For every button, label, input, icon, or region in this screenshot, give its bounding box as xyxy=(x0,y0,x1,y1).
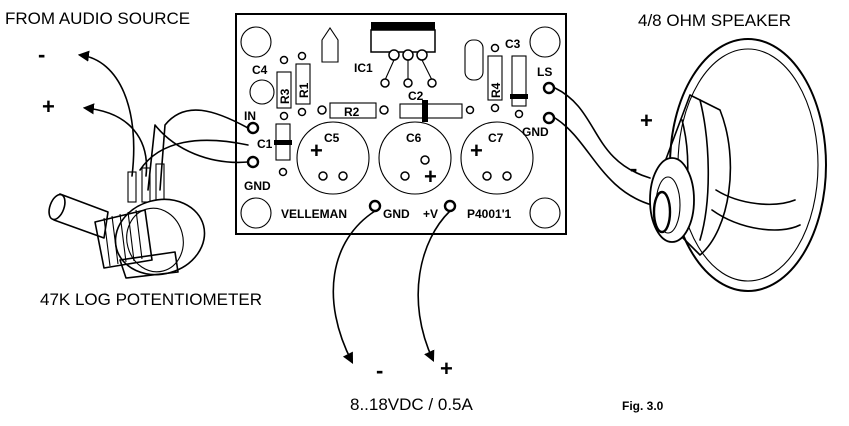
potentiometer xyxy=(48,163,206,279)
speaker-wire-plus xyxy=(554,87,651,179)
input-terminal-in xyxy=(246,121,260,135)
loudspeaker xyxy=(649,38,827,292)
power-terminal-vplus xyxy=(443,199,457,213)
pcb-label-part: P4001'1 xyxy=(467,207,512,221)
audio-minus-arrow xyxy=(77,50,135,177)
pcb-label-gnd-bottom: GND xyxy=(383,207,410,221)
pcb-pads xyxy=(278,43,524,177)
pcb-label-c6: C6 xyxy=(406,131,422,145)
input-terminal-gnd xyxy=(246,155,260,169)
input-cable xyxy=(139,109,249,191)
speaker-minus-sign: - xyxy=(630,156,637,181)
power-terminal-gnd xyxy=(368,199,382,213)
audio-plus-sign: + xyxy=(42,94,55,119)
figure-caption: Fig. 3.0 xyxy=(622,399,664,413)
c7-plus-mark: + xyxy=(470,138,483,163)
pcb-board: IC1 C4 R3 R1 R2 C2 C3 R4 LS GND IN C1 xyxy=(235,13,567,235)
capacitor-c7 xyxy=(460,121,534,195)
audio-minus-sign: - xyxy=(38,42,45,67)
pcb-label-c7: C7 xyxy=(488,131,504,145)
c6-plus-mark: + xyxy=(424,164,437,189)
capacitor-c6 xyxy=(378,121,452,195)
speaker-terminal-gnd xyxy=(542,111,556,125)
audio-plus-arrow xyxy=(82,103,148,177)
pcb-label-vplus: +V xyxy=(423,207,438,221)
speaker-label: 4/8 OHM SPEAKER xyxy=(638,11,791,30)
supply-plus-arrow xyxy=(417,210,451,363)
speaker-wire-minus xyxy=(554,117,653,206)
potentiometer-label: 47K LOG POTENTIOMETER xyxy=(40,290,262,309)
pcb-label-ic1: IC1 xyxy=(354,61,373,75)
pcb-label-ls: LS xyxy=(537,65,552,79)
capacitor-c5 xyxy=(296,121,370,195)
pcb-label-c1: C1 xyxy=(257,137,273,151)
pcb-label-gnd-left: GND xyxy=(244,179,271,193)
from-audio-source-label: FROM AUDIO SOURCE xyxy=(5,9,190,28)
speaker-plus-sign: + xyxy=(640,108,653,133)
supply-plus-sign: + xyxy=(440,356,453,381)
speaker-terminal-ls xyxy=(542,81,556,95)
ic1-regulator xyxy=(370,22,437,88)
supply-minus-sign: - xyxy=(376,358,383,383)
pcb-label-r3: R3 xyxy=(278,88,292,104)
pcb-label-r1: R1 xyxy=(297,82,311,98)
pcb-label-c5: C5 xyxy=(324,131,340,145)
supply-label: 8..18VDC / 0.5A xyxy=(350,395,474,414)
pcb-label-c3: C3 xyxy=(505,37,521,51)
pcb-label-c4: C4 xyxy=(252,63,268,77)
pcb-label-c2: C2 xyxy=(408,89,424,103)
supply-minus-arrow xyxy=(332,210,376,364)
pcb-label-r4: R4 xyxy=(489,82,503,98)
pcb-label-r2: R2 xyxy=(344,105,360,119)
c5-plus-mark: + xyxy=(310,138,323,163)
pcb-label-gnd-right: GND xyxy=(522,125,549,139)
pcb-label-in: IN xyxy=(244,109,256,123)
pcb-label-brand: VELLEMAN xyxy=(281,207,347,221)
